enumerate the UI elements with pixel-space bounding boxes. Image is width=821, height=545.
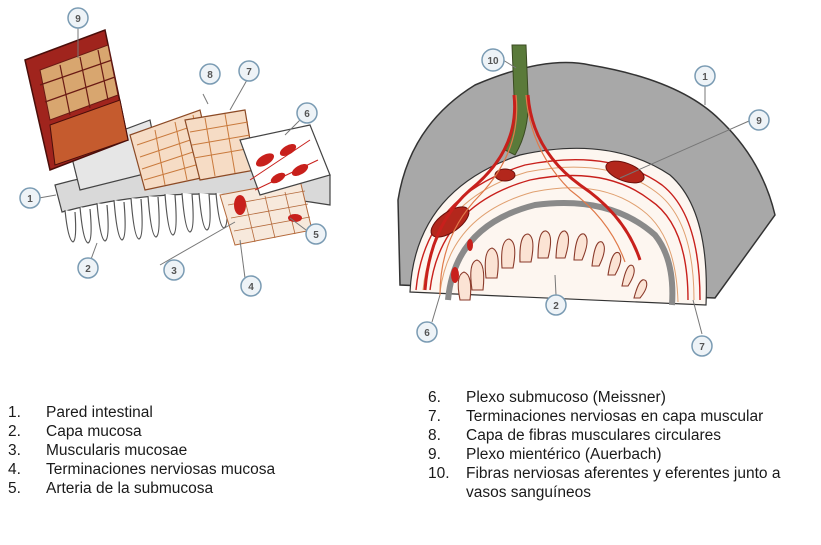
callout-1-left: 1 [20,188,40,208]
legend-number: 10. [428,464,466,502]
legend-number: 2. [8,422,46,441]
svg-text:7: 7 [246,67,252,78]
svg-text:9: 9 [75,14,81,25]
legend-item: 6.Plexo submucoso (Meissner) [428,388,818,407]
legend-item: 9.Plexo mientérico (Auerbach) [428,445,818,464]
callout-1-right: 1 [695,66,715,86]
callout-8-left: 8 [200,64,220,84]
legend-item: 7.Terminaciones nerviosas en capa muscul… [428,407,818,426]
svg-text:9: 9 [756,116,762,127]
legend-text: Plexo submucoso (Meissner) [466,388,666,407]
legend-text: Muscularis mucosae [46,441,187,460]
legend-text: Capa de fibras musculares circulares [466,426,721,445]
intestinal-wall-diagram: 9 8 7 6 1 2 3 4 5 [0,0,821,380]
svg-text:10: 10 [487,56,499,67]
legend-text: Fibras nerviosas aferentes y eferentes j… [466,464,811,502]
callout-9-left: 9 [68,8,88,28]
legend-item: 1.Pared intestinal [8,403,388,422]
legend-number: 9. [428,445,466,464]
callout-7-left: 7 [239,61,259,81]
legend-item: 10.Fibras nerviosas aferentes y eferente… [428,464,818,502]
legend-text: Capa mucosa [46,422,142,441]
legend-item: 8.Capa de fibras musculares circulares [428,426,818,445]
callout-6-left: 6 [297,103,317,123]
svg-text:1: 1 [702,72,708,83]
svg-text:2: 2 [553,301,559,312]
callout-10-right: 10 [482,49,504,71]
legend-number: 1. [8,403,46,422]
legend-right: 6.Plexo submucoso (Meissner) 7.Terminaci… [428,388,818,502]
legend-text: Terminaciones nerviosas mucosa [46,460,275,479]
legend-number: 6. [428,388,466,407]
svg-text:2: 2 [85,264,91,275]
legend-number: 5. [8,479,46,498]
legend-text: Arteria de la submucosa [46,479,213,498]
callout-3-left: 3 [164,260,184,280]
callout-2-left: 2 [78,258,98,278]
legend-number: 3. [8,441,46,460]
right-cross-section [398,45,775,305]
legend-number: 7. [428,407,466,426]
callout-7-right: 7 [692,336,712,356]
callout-4-left: 4 [241,276,261,296]
legend-item: 3.Muscularis mucosae [8,441,388,460]
left-wall-section [25,30,330,245]
svg-text:4: 4 [248,282,254,293]
svg-text:6: 6 [304,109,310,120]
svg-text:1: 1 [27,194,33,205]
legend-item: 2.Capa mucosa [8,422,388,441]
legend-item: 5.Arteria de la submucosa [8,479,388,498]
legend-text: Plexo mientérico (Auerbach) [466,445,662,464]
svg-text:3: 3 [171,266,177,277]
legend-text: Pared intestinal [46,403,153,422]
callout-2-right: 2 [546,295,566,315]
legend-number: 4. [8,460,46,479]
callout-6-right: 6 [417,322,437,342]
svg-text:6: 6 [424,328,430,339]
svg-text:5: 5 [313,230,319,241]
svg-text:7: 7 [699,342,705,353]
svg-text:8: 8 [207,70,213,81]
callout-5-left: 5 [306,224,326,244]
legend-text: Terminaciones nerviosas en capa muscular [466,407,763,426]
legend-left: 1.Pared intestinal 2.Capa mucosa 3.Muscu… [8,403,388,498]
callout-9-right: 9 [749,110,769,130]
legend-number: 8. [428,426,466,445]
legend-item: 4.Terminaciones nerviosas mucosa [8,460,388,479]
